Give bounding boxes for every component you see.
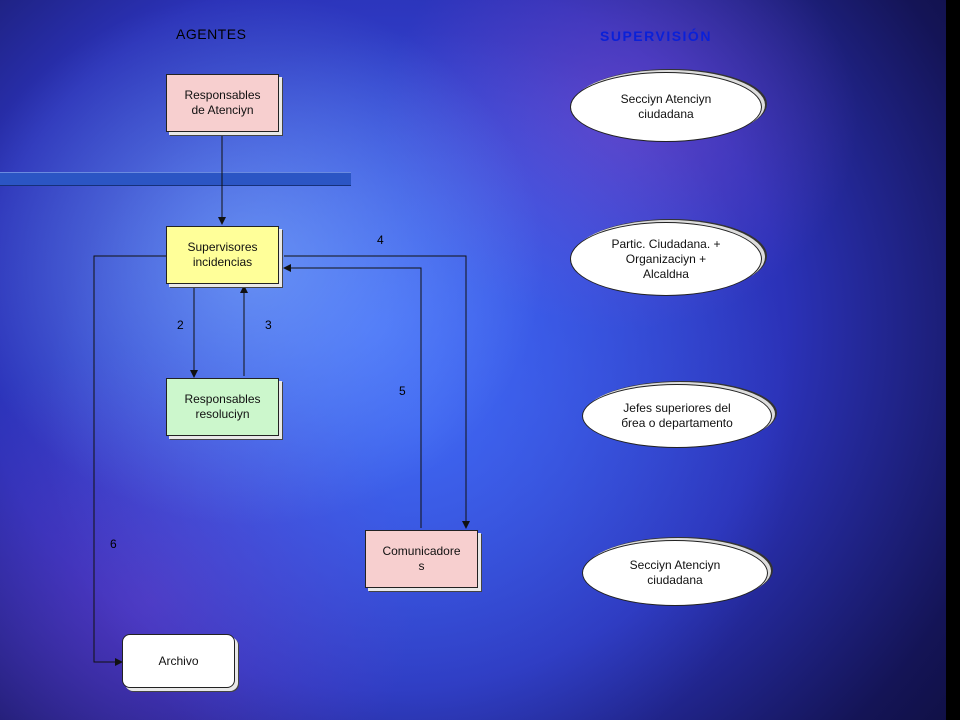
flow-number-6: 6	[110, 537, 117, 551]
responsables-atencion-box: Responsables de Atenciyn	[166, 74, 279, 132]
arrow-6	[93, 255, 166, 666]
supervision-header: SUPERVISIÓN	[600, 28, 712, 44]
archivo-box: Archivo	[122, 634, 235, 688]
arrow-4	[284, 255, 470, 529]
supervision-oval-1: Secciyn Atenciyn ciudadana	[570, 72, 762, 142]
comunicadores-box: Comunicadore s	[365, 530, 478, 588]
flow-number-5: 5	[399, 384, 406, 398]
supervision-oval-4: Secciyn Atenciyn ciudadana	[582, 540, 768, 606]
flow-number-4: 4	[377, 233, 384, 247]
responsables-resolucion-box: Responsables resoluciyn	[166, 378, 279, 436]
arrow-5	[283, 264, 422, 528]
horizontal-divider-bar	[0, 172, 351, 186]
flow-number-2: 2	[177, 318, 184, 332]
agentes-header: AGENTES	[176, 26, 247, 42]
supervisores-incidencias-box: Supervisores incidencias	[166, 226, 279, 284]
flow-number-3: 3	[265, 318, 272, 332]
supervision-oval-3: Jefes superiores del бrea o departamento	[582, 384, 772, 448]
supervision-oval-2: Partic. Ciudadana. + Organizaciyn + Alca…	[570, 222, 762, 296]
